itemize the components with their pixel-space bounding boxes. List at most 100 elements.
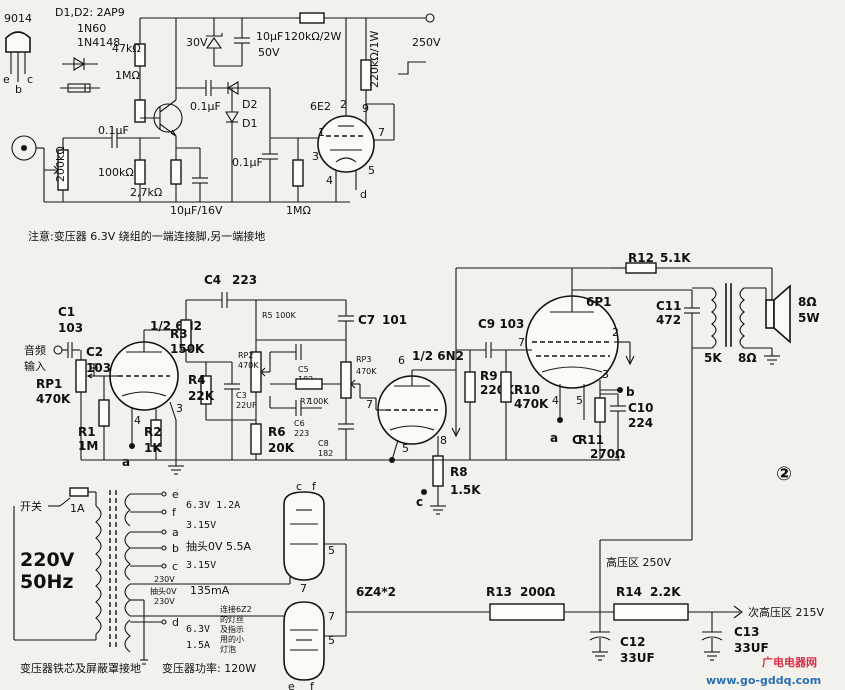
hv-winding-b: 230V <box>154 597 175 606</box>
cap-10uf50-label-a: 10μF <box>256 30 283 43</box>
diode-list-line-3: 1N4148 <box>77 36 120 49</box>
tube-6e2-pin-d: d <box>360 188 367 201</box>
transistor-package-icon <box>5 31 31 53</box>
amplifier-section: 音频 输入 C1 103 RP1 470K C2 103 R1 1M <box>24 251 820 540</box>
rect2-pin-f: f <box>310 680 315 690</box>
watermark-brand: 广电电器网 <box>762 655 817 669</box>
r3-label: R3 <box>170 327 188 341</box>
switch-label: 开关 <box>20 499 42 513</box>
tube2-label: 1/2 6N2 <box>412 349 464 363</box>
transistor-pin-c: c <box>27 73 33 86</box>
chassis-ground-icon <box>398 61 426 75</box>
terminal-250v-icon <box>425 13 435 23</box>
r2-label: R2 <box>144 425 162 439</box>
tap-a: a <box>172 526 179 539</box>
core-ground-note: 变压器铁芯及屏蔽罩接地 <box>20 661 141 675</box>
c13-label: C13 <box>734 625 760 639</box>
res-1m-bottom-label: 1MΩ <box>286 204 311 217</box>
res-100k-label: 100kΩ <box>98 166 134 179</box>
c10-label: C10 <box>628 401 654 415</box>
terminal-250v-label: 250V <box>412 36 441 49</box>
diode-list-line-1: D1,D2: 2AP9 <box>55 6 125 19</box>
c13-value: 33UF <box>734 641 769 655</box>
tube-6e2-pin-5: 5 <box>368 164 375 177</box>
transistor-type-label: 9014 <box>4 12 32 25</box>
r6-label: R6 <box>268 425 286 439</box>
c11-value: 472 <box>656 313 681 327</box>
c12-value: 33UF <box>620 651 655 665</box>
r5-label: R5 100K <box>262 311 296 320</box>
tube-6e2-pin-7: 7 <box>378 126 385 139</box>
r7-label: R7 <box>300 397 311 406</box>
winding-f-spec: 3.15V <box>186 520 216 531</box>
lamp-note-line-3: 及指示 <box>220 624 244 634</box>
tube-6e2-pin-2: 2 <box>340 98 347 111</box>
r13-icon <box>489 603 565 621</box>
rp3-label: RP3 <box>356 355 371 364</box>
cap-10uf16-label: 10μF/16V <box>170 204 223 217</box>
ground-symbol-r8 <box>430 504 446 515</box>
c10-value: 224 <box>628 416 653 430</box>
rectifier-label: 6Z4*2 <box>356 585 396 599</box>
speaker-icon <box>765 284 791 344</box>
tube3-pin-7: 7 <box>518 336 525 349</box>
res-120k2w-icon <box>299 12 325 24</box>
diode-list-line-2: 1N60 <box>77 22 106 35</box>
rectifier-tube-2-icon <box>283 601 325 681</box>
res-120k2w-label: 120kΩ/2W <box>284 30 341 43</box>
winding-e-spec: 6.3V 1.2A <box>186 500 240 511</box>
c5-label: C5 <box>298 365 309 374</box>
lamp-note: 连接6Z2 的灯丝 及指示 用的小 灯泡 <box>220 604 252 654</box>
rect2-pin-5: 5 <box>328 634 335 647</box>
marker-a-1: a <box>122 455 130 469</box>
rp1-value: 470K <box>36 392 71 406</box>
winding-b-spec: 抽头0V 5.5A <box>186 539 252 553</box>
rect1-pin-c: c <box>296 480 302 493</box>
transformer-note: 注意:变压器 6.3V 绕组的一端连接脚,另一端接地 <box>28 229 265 243</box>
winding-d-icon <box>124 619 131 653</box>
r12-value: 5.1K <box>660 251 691 265</box>
tube3-pin-5: 5 <box>576 394 583 407</box>
tube3-pin-2: 2 <box>612 326 619 339</box>
c1-value: 103 <box>58 321 83 335</box>
diode-glass-icon <box>60 83 100 93</box>
cap-10uf50-label-b: 50V <box>258 46 280 59</box>
transformer-5k-label: 5K <box>704 351 722 365</box>
tap-e: e <box>172 488 179 501</box>
transistor-pin-b: b <box>15 83 22 96</box>
rp1-label: RP1 <box>36 377 62 391</box>
tube2-pin-6: 6 <box>398 354 405 367</box>
audio-input-jack-icon <box>53 345 63 355</box>
r13-value: 200Ω <box>520 585 555 599</box>
r11-value: 270Ω <box>590 447 625 461</box>
mains-frequency: 50Hz <box>20 571 73 593</box>
c2-label: C2 <box>86 345 103 359</box>
speaker-impedance: 8Ω <box>798 295 817 309</box>
c2-value: 103 <box>86 361 111 375</box>
tube1-pin-4: 4 <box>134 414 141 427</box>
tube-6e2-label: 6E2 <box>310 100 331 113</box>
res-1m-top-icon <box>134 99 146 123</box>
input-jack-icon <box>11 135 44 161</box>
r13-label: R13 <box>486 585 512 599</box>
r1-label: R1 <box>78 425 96 439</box>
hv-winding-a: 230V <box>154 575 175 584</box>
winding-hv-icon <box>124 583 131 617</box>
r14-value: 2.2K <box>650 585 681 599</box>
transformer-power-note: 变压器功率: 120W <box>162 661 256 675</box>
tube1-pin-3: 3 <box>176 402 183 415</box>
r8-value: 1.5K <box>450 483 481 497</box>
c4-value: 223 <box>232 273 257 287</box>
c9-label: C9 103 <box>478 317 524 331</box>
c3-label: C3 <box>236 391 247 400</box>
diode-d1-label: D1 <box>242 117 257 130</box>
res-220k1w-label: 220kΩ/1W <box>368 31 381 88</box>
cap-01uf-mid-label: 0.1μF <box>190 100 221 113</box>
r12-label: R12 <box>628 251 654 265</box>
tube-6e2-icon <box>317 115 375 173</box>
tube-6e2-pin-1: 1 <box>318 126 325 139</box>
tube2-pin-7: 7 <box>366 398 373 411</box>
rp1-icon <box>75 359 87 393</box>
lamp-note-line-1: 连接6Z2 <box>220 604 252 614</box>
r11-label: R11 <box>578 433 604 447</box>
